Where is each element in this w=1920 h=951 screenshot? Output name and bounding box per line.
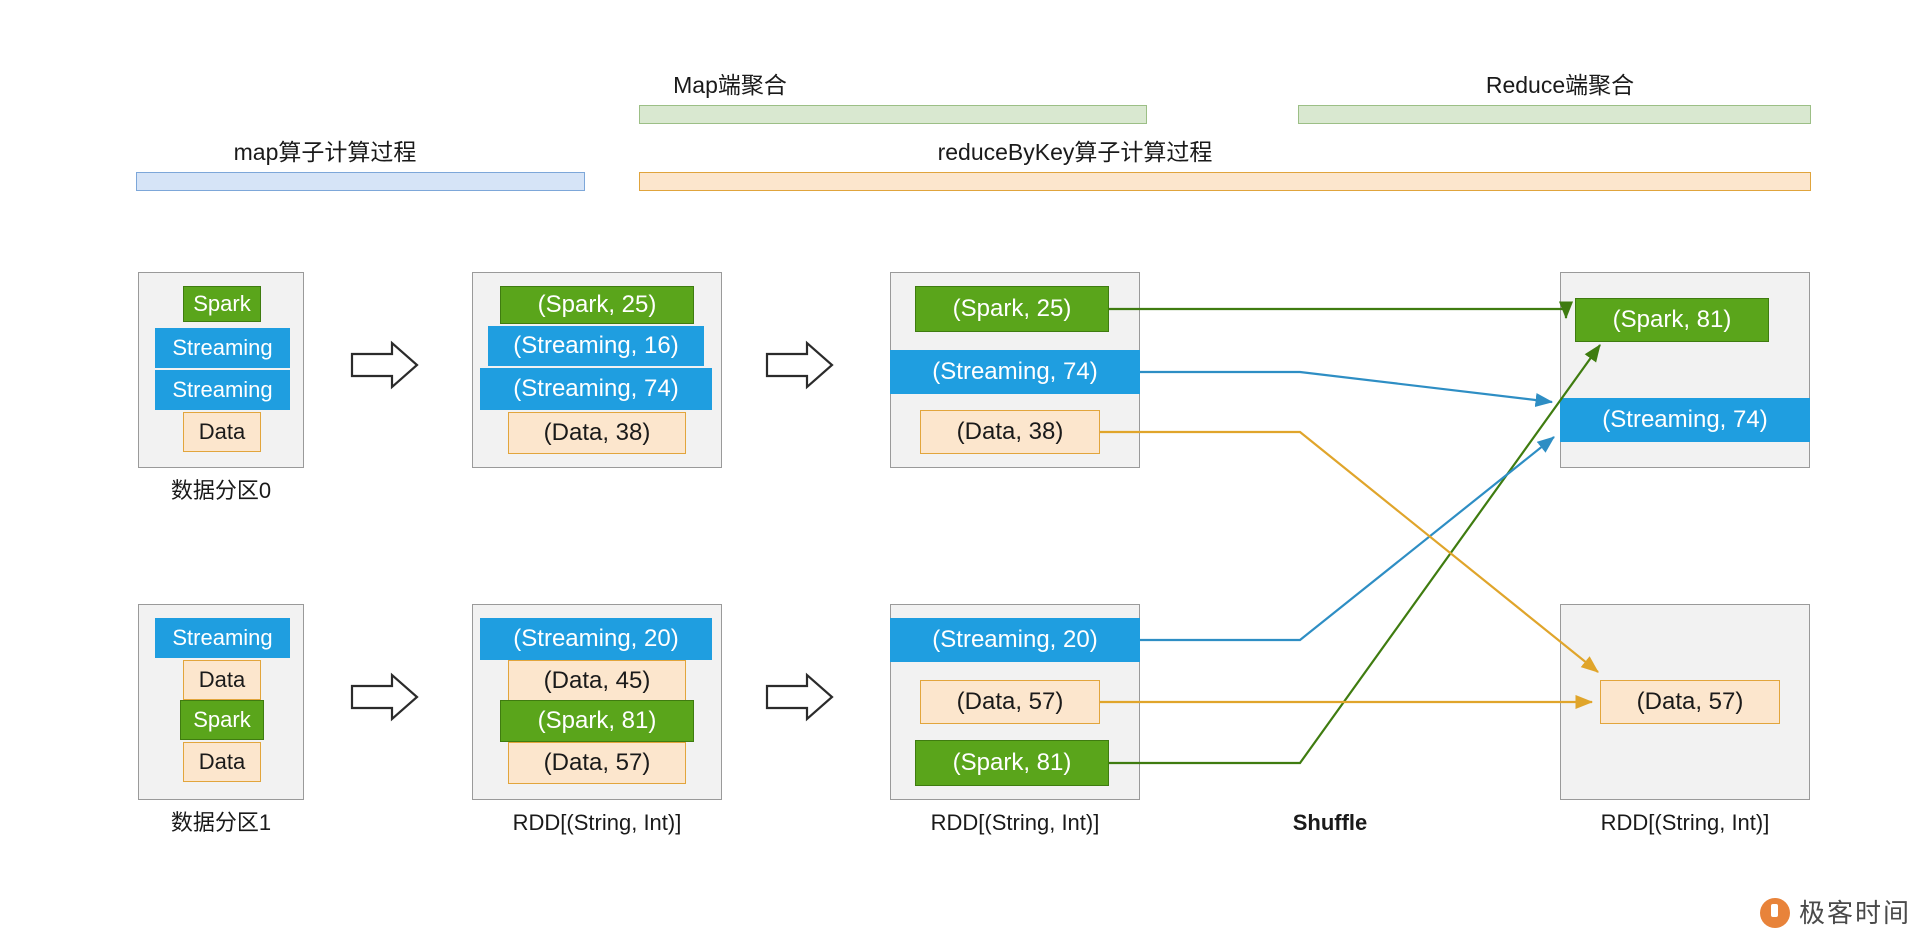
- mapagg-rdd-top-cell-0: (Spark, 25): [915, 286, 1109, 332]
- partition-1-cell-2: Spark: [180, 700, 264, 740]
- brand-logo: 极客时间: [1760, 898, 1911, 928]
- mapped-rdd-top-cell-1: (Streaming, 16): [488, 326, 704, 366]
- partition-0-cell-2: Streaming: [155, 370, 290, 410]
- mapagg-rdd-top-cell-2: (Data, 38): [920, 410, 1100, 454]
- mapped-rdd-top-cell-0: (Spark, 25): [500, 286, 694, 324]
- partition-1-caption: 数据分区1: [170, 810, 272, 835]
- wire-data-38-to-data-57: [1100, 430, 1599, 673]
- partition-1-cell-3: Data: [183, 742, 261, 782]
- reduceagg-rdd-top-cell-1: (Streaming, 74): [1560, 398, 1810, 442]
- wire-spark-25-to-spark-81: [1109, 301, 1574, 320]
- reduceagg-rdd-caption: RDD[(String, Int)]: [1600, 810, 1770, 835]
- map-side-aggregation-label: Map端聚合: [673, 72, 787, 98]
- brand-name: 极客时间: [1799, 898, 1912, 928]
- reduceagg-rdd-bottom-cell-0: (Data, 57): [1600, 680, 1780, 724]
- reducebykey-operator-stage-label: reduceByKey算子计算过程: [937, 139, 1213, 165]
- mapagg-rdd-bottom-cell-2: (Spark, 81): [915, 740, 1109, 786]
- wire-streaming-20-to-streaming-74: [1140, 436, 1555, 642]
- mapagg-rdd-bottom-cell-1: (Data, 57): [920, 680, 1100, 724]
- wire-streaming-74-to-streaming-74: [1140, 370, 1554, 408]
- mapped-rdd-bottom-cell-0: (Streaming, 20): [480, 618, 712, 660]
- partition-1-cell-1: Data: [183, 660, 261, 700]
- mapped-rdd-caption: RDD[(String, Int)]: [512, 810, 682, 835]
- map-operator-stage-label: map算子计算过程: [233, 139, 417, 165]
- wire-spark-81-to-spark-81: [1109, 344, 1601, 765]
- shuffle-label: Shuffle: [1292, 810, 1368, 835]
- mapped-rdd-bottom-cell-2: (Spark, 81): [500, 700, 694, 742]
- reduce-side-aggregation-label: Reduce端聚合: [1485, 72, 1635, 98]
- partition-0-cell-3: Data: [183, 412, 261, 452]
- reduce-block-arrow-bottom: [765, 672, 834, 722]
- map-operator-stage-bar: [136, 172, 585, 191]
- reduceagg-rdd-top-cell-0: (Spark, 81): [1575, 298, 1769, 342]
- mapped-rdd-bottom-cell-1: (Data, 45): [508, 660, 686, 702]
- reducebykey-operator-stage-bar: [639, 172, 1811, 191]
- partition-0-caption: 数据分区0: [170, 478, 272, 503]
- partition-0-cell-0: Spark: [183, 286, 261, 322]
- mapagg-rdd-top-cell-1: (Streaming, 74): [890, 350, 1140, 394]
- partition-1-cell-0: Streaming: [155, 618, 290, 658]
- mapped-rdd-top-cell-2: (Streaming, 74): [480, 368, 712, 410]
- map-block-arrow-top: [350, 340, 419, 390]
- mapped-rdd-bottom-cell-3: (Data, 57): [508, 742, 686, 784]
- reduce-block-arrow-top: [765, 340, 834, 390]
- mapagg-rdd-caption: RDD[(String, Int)]: [930, 810, 1100, 835]
- reduce-side-aggregation-bar: [1298, 105, 1811, 124]
- map-side-aggregation-bar: [639, 105, 1147, 124]
- geektime-mark-icon: [1760, 898, 1790, 928]
- mapagg-rdd-bottom-cell-0: (Streaming, 20): [890, 618, 1140, 662]
- partition-0-cell-1: Streaming: [155, 328, 290, 368]
- map-block-arrow-bottom: [350, 672, 419, 722]
- mapped-rdd-top-cell-3: (Data, 38): [508, 412, 686, 454]
